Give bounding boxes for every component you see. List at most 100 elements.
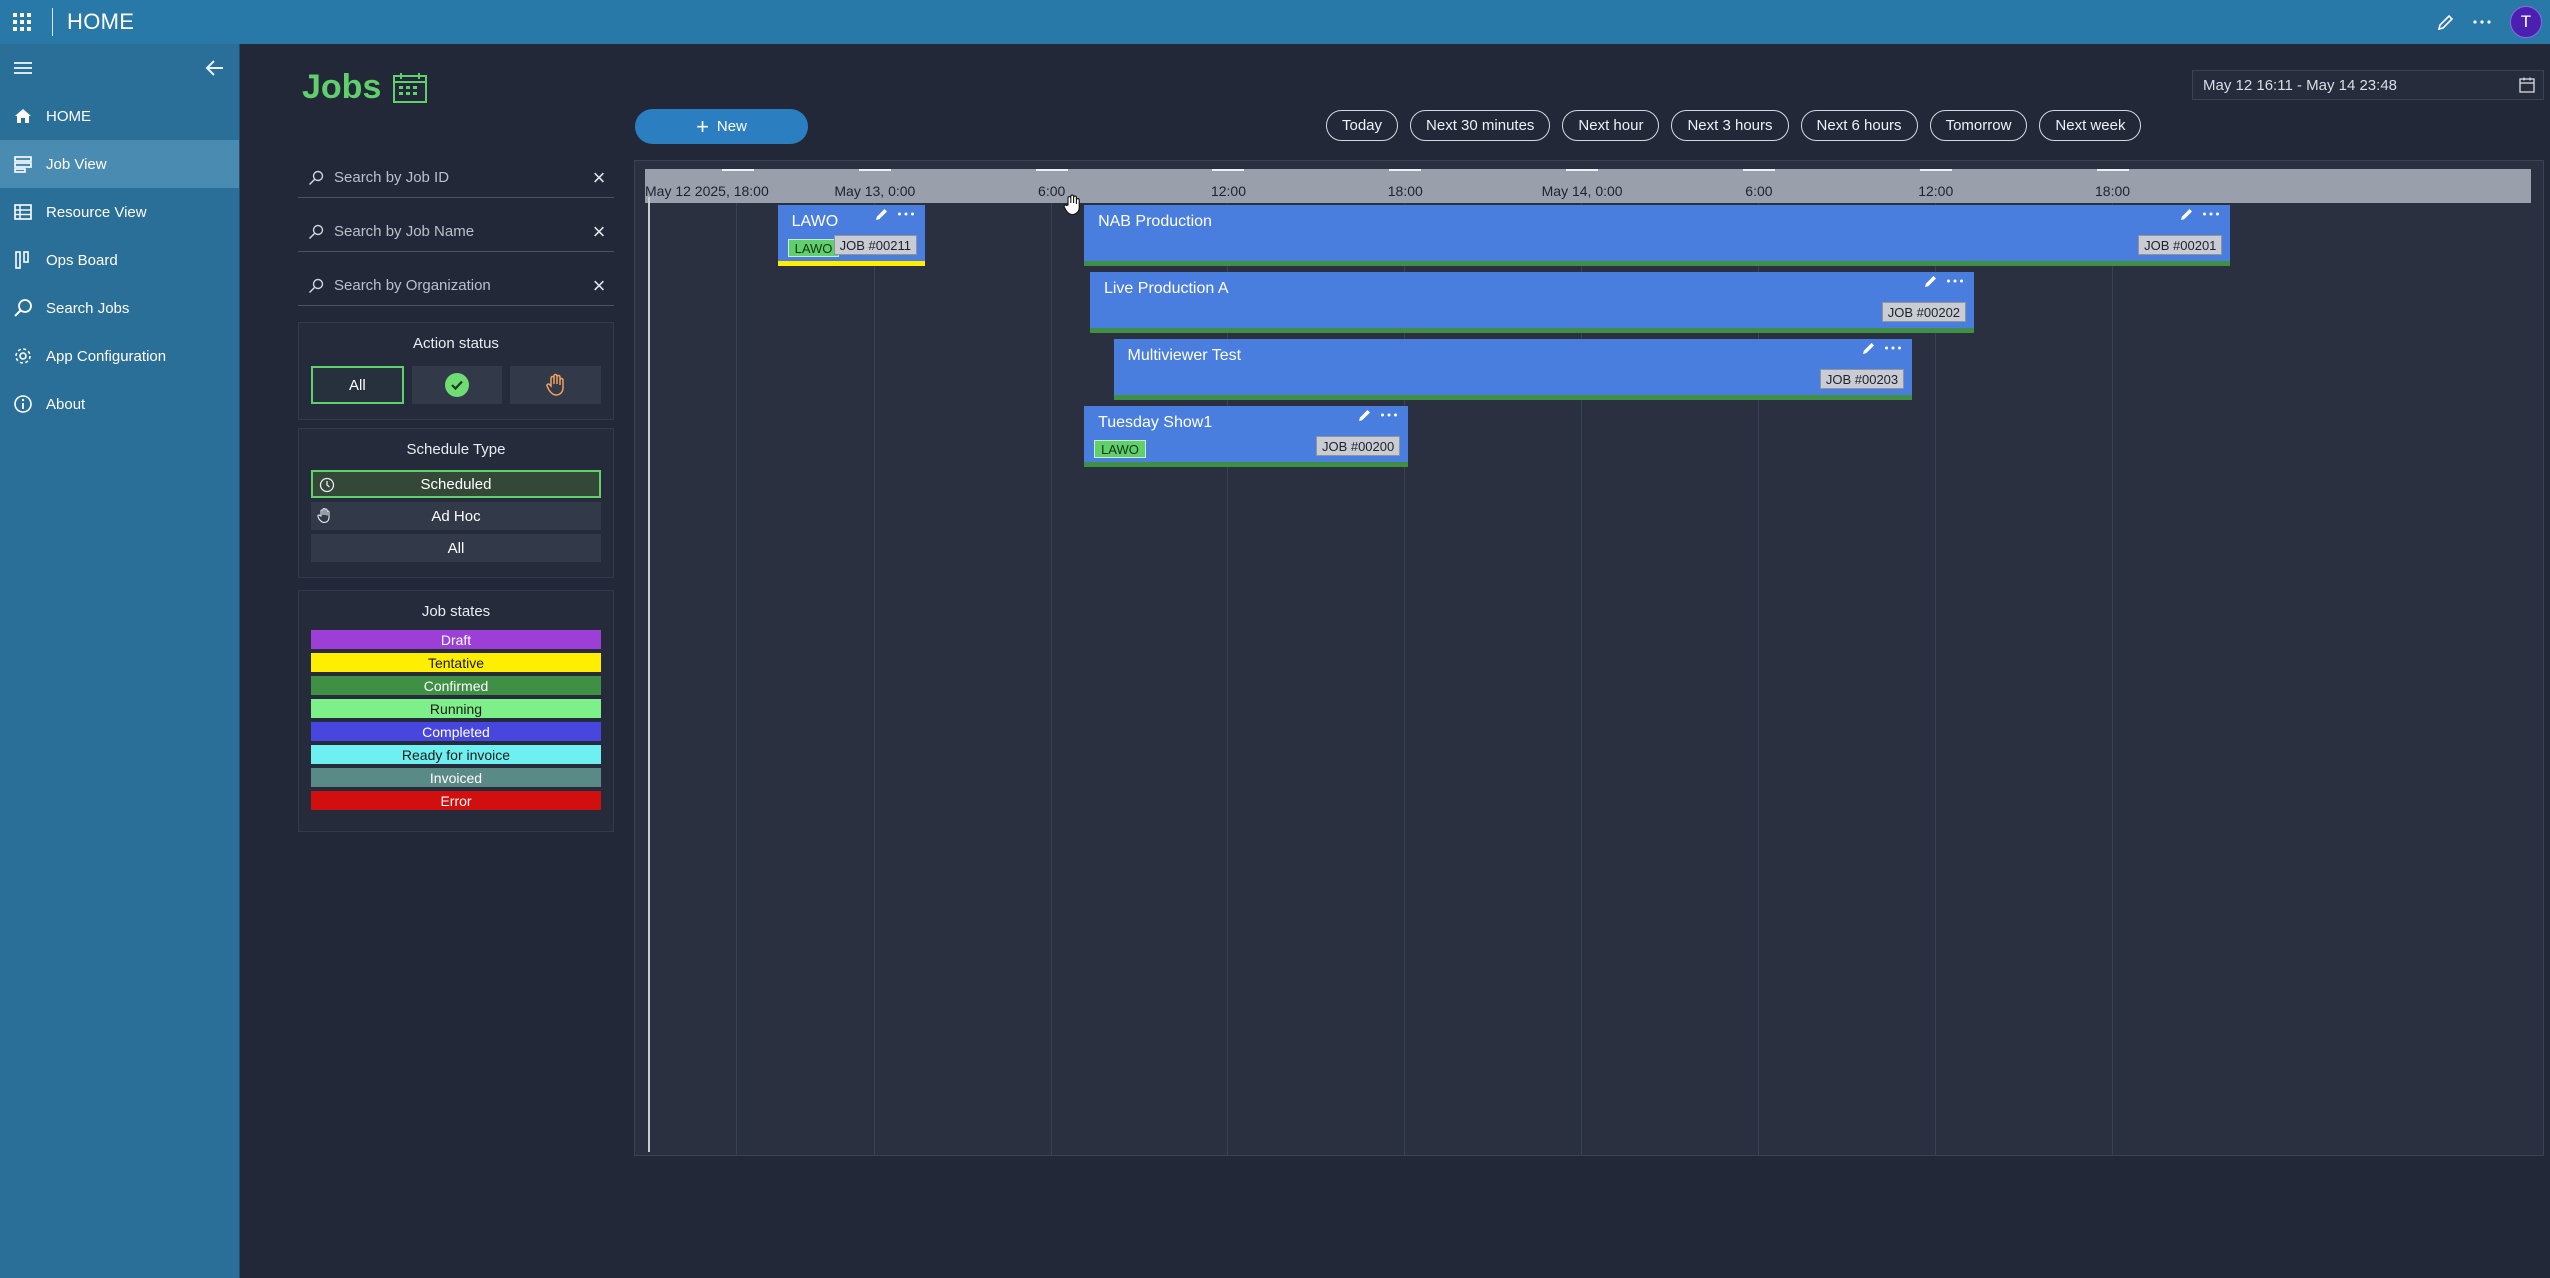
calendar-icon[interactable] (392, 72, 428, 104)
job-state-tentative[interactable]: Tentative (311, 653, 601, 672)
pencil-icon[interactable] (1358, 408, 1372, 422)
job-state-running[interactable]: Running (311, 699, 601, 718)
sidebar: HOME Job View Resource View Ops Board Se… (0, 44, 240, 1278)
hand-icon (317, 507, 330, 523)
job-id-badge: JOB #00201 (2138, 235, 2223, 255)
plus-icon: + (696, 113, 709, 139)
schedule-type-ad-hoc-button[interactable]: Ad Hoc (311, 502, 601, 530)
tick-label: 6:00 (1745, 183, 1773, 199)
job-title: Tuesday Show1 (1098, 414, 1213, 431)
new-job-button[interactable]: + New (635, 109, 808, 144)
job-state-draft[interactable]: Draft (311, 630, 601, 649)
action-status-title: Action status (413, 335, 499, 352)
sidebar-item-ops-board[interactable]: Ops Board (0, 236, 239, 284)
calendar-icon[interactable] (2519, 77, 2535, 93)
search-icon (308, 170, 324, 185)
tick-label: May 14, 0:00 (1541, 183, 1623, 199)
sidebar-item-label: Resource View (46, 203, 147, 221)
job-state-bar (1084, 462, 1409, 467)
range-next-3-hours-button[interactable]: Next 3 hours (1671, 110, 1789, 141)
search-organization-input[interactable] (334, 277, 584, 294)
gridline (1581, 203, 1583, 1155)
sidebar-item-resource-view[interactable]: Resource View (0, 188, 239, 236)
action-status-done-button[interactable] (411, 366, 503, 404)
more-icon[interactable] (2202, 211, 2220, 217)
pencil-icon[interactable] (1862, 341, 1876, 355)
search-job-id-input[interactable] (334, 169, 584, 186)
resource-view-icon (12, 201, 34, 223)
hamburger-icon[interactable] (14, 62, 32, 74)
close-icon[interactable]: × (592, 272, 606, 298)
job-state-error[interactable]: Error (311, 791, 601, 810)
sidebar-item-about[interactable]: About (0, 380, 239, 428)
job-states-title: Job states (421, 603, 491, 620)
tick-mark (858, 169, 891, 171)
schedule-type-label: Scheduled (420, 475, 492, 493)
job-state-confirmed[interactable]: Confirmed (311, 676, 601, 695)
search-job-name-input[interactable] (334, 223, 584, 240)
sidebar-item-search-jobs[interactable]: Search Jobs (0, 284, 239, 332)
schedule-type-all-button[interactable]: All (311, 534, 601, 562)
pencil-icon[interactable] (2428, 0, 2464, 44)
sidebar-item-app-configuration[interactable]: App Configuration (0, 332, 239, 380)
pencil-icon[interactable] (2180, 207, 2194, 221)
range-next-hour-button[interactable]: Next hour (1562, 110, 1660, 141)
more-icon[interactable] (1380, 412, 1398, 418)
job-id-badge: JOB #00211 (833, 235, 917, 255)
range-next-6-hours-button[interactable]: Next 6 hours (1800, 110, 1918, 141)
tick-label: May 12 2025, 18:00 (645, 183, 769, 199)
range-next-30-minutes-button[interactable]: Next 30 minutes (1410, 110, 1551, 141)
schedule-type-label: All (447, 539, 465, 557)
pencil-icon[interactable] (1924, 274, 1938, 288)
close-icon[interactable]: × (592, 218, 606, 244)
waffle-icon (13, 13, 31, 31)
app-launcher-button[interactable] (0, 0, 44, 44)
schedule-type-scheduled-button[interactable]: Scheduled (311, 470, 601, 498)
job-title: NAB Production (1098, 213, 1212, 230)
range-next-week-button[interactable]: Next week (2039, 110, 2142, 141)
gridline (1757, 203, 1759, 1155)
range-tomorrow-button[interactable]: Tomorrow (1929, 110, 2028, 141)
sidebar-item-label: App Configuration (46, 347, 167, 365)
sidebar-item-job-view[interactable]: Job View (0, 140, 239, 188)
search-job-id-field: × (298, 158, 614, 198)
tick-mark (1919, 169, 1952, 171)
date-range-picker[interactable]: May 12 16:11 - May 14 23:48 (2192, 70, 2544, 100)
action-status-all-button[interactable]: All (311, 366, 404, 404)
sidebar-item-label: Ops Board (46, 251, 118, 269)
avatar[interactable]: T (2510, 6, 2542, 38)
job-actions (1924, 274, 1964, 288)
job-actions (1358, 408, 1398, 422)
tick-label: 12:00 (1918, 183, 1954, 199)
sidebar-item-label: About (46, 395, 86, 413)
job-state-ready-for-invoice[interactable]: Ready for invoice (311, 745, 601, 764)
more-icon[interactable] (1946, 278, 1964, 284)
more-icon[interactable] (1884, 345, 1902, 351)
ops-board-icon (12, 249, 34, 271)
job-title: LAWO (791, 213, 839, 230)
gridline (1934, 203, 1936, 1155)
more-icon[interactable] (2464, 0, 2500, 44)
job-state-invoiced[interactable]: Invoiced (311, 768, 601, 787)
job-title: Multiviewer Test (1127, 347, 1242, 364)
tick-mark (1742, 169, 1775, 171)
job-state-completed[interactable]: Completed (311, 722, 601, 741)
job-tag: LAWO (1094, 440, 1146, 458)
pencil-icon[interactable] (875, 207, 889, 221)
arrow-left-icon[interactable] (205, 59, 225, 77)
hand-cursor-icon (1063, 194, 1080, 216)
more-icon[interactable] (897, 211, 915, 217)
tick-label: 18:00 (1387, 183, 1423, 199)
action-status-manual-button[interactable] (510, 366, 602, 404)
sidebar-item-home[interactable]: HOME (0, 92, 239, 140)
range-today-button[interactable]: Today (1326, 110, 1399, 141)
job-id-badge: JOB #00200 (1315, 436, 1401, 456)
close-icon[interactable]: × (592, 164, 606, 190)
